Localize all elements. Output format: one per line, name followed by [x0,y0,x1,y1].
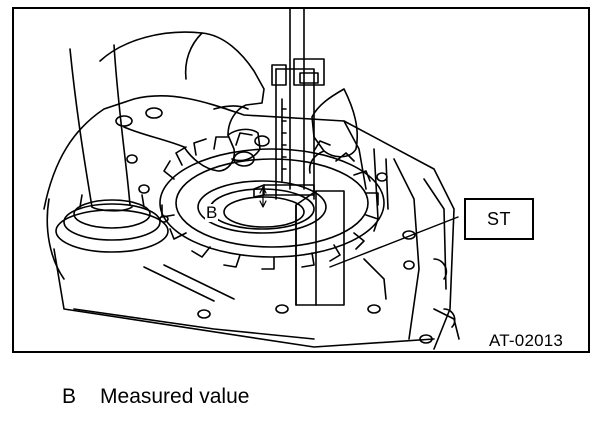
st-callout: ST [464,198,534,240]
legend-item: B Measured value [62,385,249,409]
transmission-measurement-drawing [43,9,460,350]
technical-illustration: ST B AT-02013 [12,7,590,353]
legend-text: Measured value [100,385,250,408]
st-callout-label: ST [486,208,511,229]
dimension-label-b: B [205,203,219,222]
figure-id: AT-02013 [489,331,564,350]
legend-key: B [62,385,77,408]
